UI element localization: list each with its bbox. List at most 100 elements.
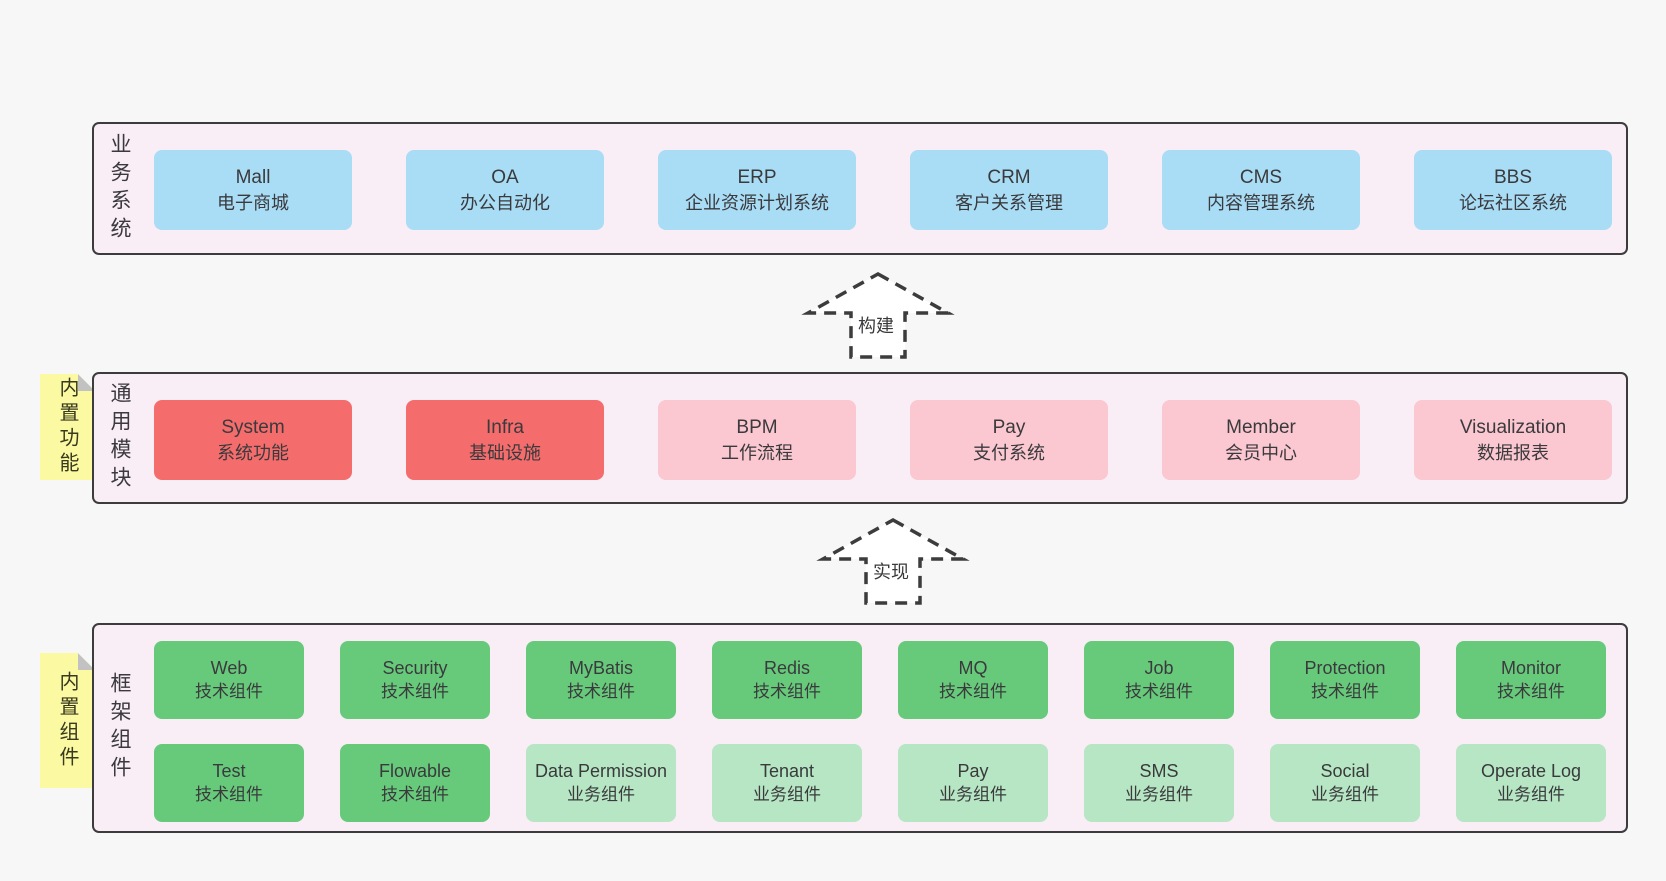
box-title: MQ [958,658,988,678]
box-data-permission: Data Permission 业务组件 [526,744,676,822]
box-bbs: BBS 论坛社区系统 [1414,150,1612,230]
box-subtitle: 会员中心 [1225,442,1297,463]
box-title: Pay [992,416,1026,438]
box-subtitle: 企业资源计划系统 [685,192,829,213]
sticky-note-label: 内置组件 [56,670,78,771]
box-title: Infra [485,416,525,438]
box-subtitle: 基础设施 [469,442,541,463]
box-title: OA [491,166,519,188]
box-subtitle: 技术组件 [195,682,263,701]
box-subtitle: 技术组件 [1311,682,1379,701]
box-title: Monitor [1500,658,1562,678]
box-subtitle: 技术组件 [1125,682,1193,701]
box-title: BBS [1493,166,1533,188]
box-title: Security [382,658,448,678]
layer-side-label: 业务系统 [108,132,131,245]
box-title: Flowable [378,761,452,781]
box-pay-component: Pay 业务组件 [898,744,1048,822]
box-subtitle: 技术组件 [939,682,1007,701]
layer-common-modules: 通用模块 System 系统功能 Infra 基础设施 BPM 工作流程 Pay… [92,372,1628,504]
box-bpm: BPM 工作流程 [658,400,856,480]
box-tenant: Tenant 业务组件 [712,744,862,822]
sticky-note-built-in-features: 内置功能 [40,374,95,480]
box-redis: Redis 技术组件 [712,641,862,719]
box-pay-module: Pay 支付系统 [910,400,1108,480]
box-web: Web 技术组件 [154,641,304,719]
box-erp: ERP 企业资源计划系统 [658,150,856,230]
box-security: Security 技术组件 [340,641,490,719]
sticky-note-label: 内置功能 [56,377,78,477]
box-title: Member [1226,416,1296,438]
box-title: Web [210,658,248,678]
box-title: Protection [1304,658,1386,678]
box-subtitle: 业务组件 [567,785,635,804]
box-title: Tenant [759,761,815,781]
box-subtitle: 技术组件 [381,682,449,701]
box-monitor: Monitor 技术组件 [1456,641,1606,719]
layer-side-label: 框架组件 [108,672,131,784]
components-row-2: Test 技术组件 Flowable 技术组件 Data Permission … [154,744,1606,822]
box-title: Job [1144,658,1174,678]
box-subtitle: 电子商城 [217,192,289,213]
box-flowable: Flowable 技术组件 [340,744,490,822]
layer-framework-components: 框架组件 Web 技术组件 Security 技术组件 MyBatis 技术组件… [92,623,1628,833]
box-title: Pay [957,761,989,781]
arrow-implement: 实现 [816,517,970,605]
box-subtitle: 论坛社区系统 [1459,192,1567,213]
sticky-note-built-in-components: 内置组件 [40,653,95,788]
box-member: Member 会员中心 [1162,400,1360,480]
box-visualization: Visualization 数据报表 [1414,400,1612,480]
box-title: ERP [737,166,777,188]
box-title: CRM [987,166,1031,188]
box-title: Visualization [1459,416,1567,438]
box-subtitle: 技术组件 [381,785,449,804]
box-title: MyBatis [568,658,633,678]
box-cms: CMS 内容管理系统 [1162,150,1360,230]
box-subtitle: 业务组件 [1311,785,1379,804]
box-title: CMS [1239,166,1283,188]
business-boxes-row: Mall 电子商城 OA 办公自动化 ERP 企业资源计划系统 CRM 客户关系… [154,150,1612,230]
box-operate-log: Operate Log 业务组件 [1456,744,1606,822]
components-row-1: Web 技术组件 Security 技术组件 MyBatis 技术组件 Redi… [154,641,1606,719]
modules-boxes-row: System 系统功能 Infra 基础设施 BPM 工作流程 Pay 支付系统… [154,400,1612,480]
box-sms: SMS 业务组件 [1084,744,1234,822]
box-subtitle: 业务组件 [753,785,821,804]
box-subtitle: 支付系统 [973,442,1045,463]
box-title: SMS [1139,761,1179,781]
layer-side-label: 通用模块 [108,382,131,494]
box-subtitle: 业务组件 [1497,785,1565,804]
layer-business-systems: 业务系统 Mall 电子商城 OA 办公自动化 ERP 企业资源计划系统 CRM… [92,122,1628,255]
box-subtitle: 技术组件 [567,682,635,701]
box-subtitle: 业务组件 [939,785,1007,804]
box-mybatis: MyBatis 技术组件 [526,641,676,719]
box-crm: CRM 客户关系管理 [910,150,1108,230]
box-subtitle: 技术组件 [195,785,263,804]
box-title: Mall [235,166,271,188]
box-subtitle: 技术组件 [1497,682,1565,701]
arrow-implement-label: 实现 [869,557,913,585]
box-subtitle: 工作流程 [721,442,793,463]
box-test: Test 技术组件 [154,744,304,822]
box-title: Test [212,761,246,781]
arrow-build-label: 构建 [854,311,898,339]
box-social: Social 业务组件 [1270,744,1420,822]
box-oa: OA 办公自动化 [406,150,604,230]
box-subtitle: 系统功能 [217,442,289,463]
box-infra: Infra 基础设施 [406,400,604,480]
box-subtitle: 数据报表 [1477,442,1549,463]
box-title: Data Permission [534,761,668,781]
box-subtitle: 业务组件 [1125,785,1193,804]
box-title: System [221,416,285,438]
box-subtitle: 办公自动化 [460,192,550,213]
box-job: Job 技术组件 [1084,641,1234,719]
arrow-build: 构建 [801,271,955,359]
box-protection: Protection 技术组件 [1270,641,1420,719]
box-title: Operate Log [1480,761,1582,781]
box-subtitle: 客户关系管理 [955,192,1063,213]
box-title: BPM [736,416,778,438]
box-system: System 系统功能 [154,400,352,480]
box-subtitle: 技术组件 [753,682,821,701]
box-subtitle: 内容管理系统 [1207,192,1315,213]
box-title: Redis [763,658,811,678]
